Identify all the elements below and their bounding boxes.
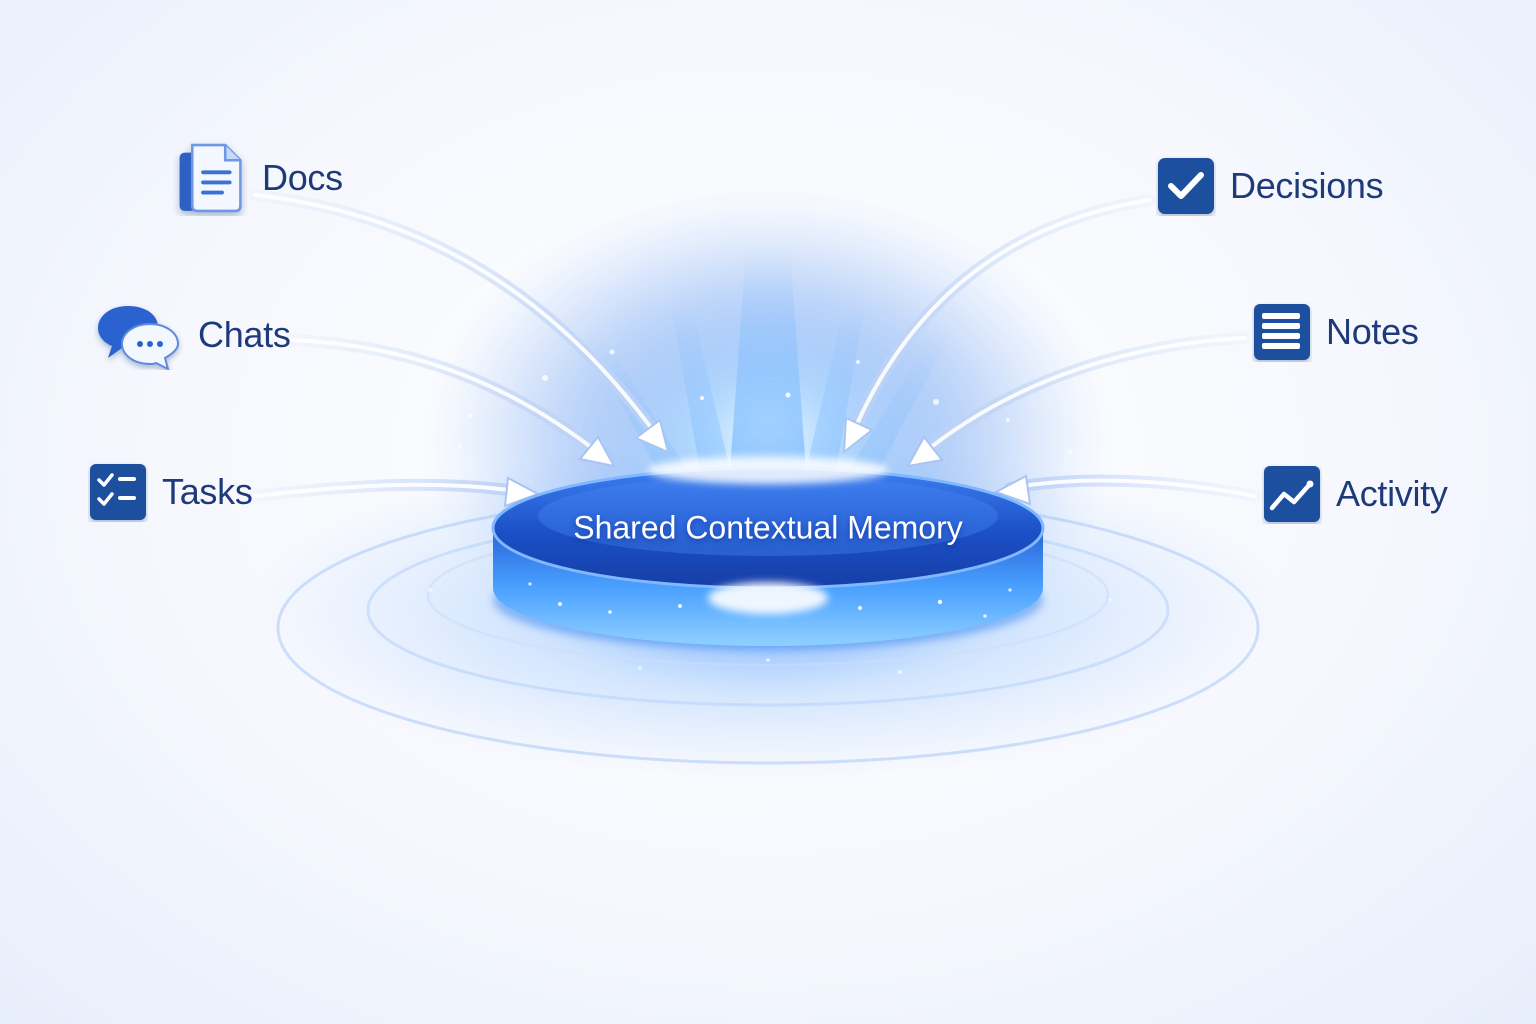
source-label-activity: Activity bbox=[1336, 473, 1448, 514]
source-notes: Notes bbox=[1252, 302, 1419, 362]
arrow-docs-to-memory bbox=[249, 189, 670, 454]
source-label-decisions: Decisions bbox=[1230, 165, 1384, 206]
checklist-icon bbox=[90, 464, 146, 520]
source-docs: Docs bbox=[172, 140, 343, 216]
chat-bubbles-icon bbox=[98, 306, 180, 370]
memory-title: Shared Contextual Memory bbox=[573, 509, 963, 546]
memory-disc bbox=[491, 456, 1045, 650]
document-icon bbox=[179, 143, 242, 213]
arrow-notes-to-memory bbox=[906, 332, 1251, 468]
arrow-tasks-to-memory bbox=[249, 476, 541, 508]
source-activity: Activity bbox=[1262, 464, 1448, 524]
notes-list-icon bbox=[1254, 304, 1310, 360]
trend-line-icon bbox=[1264, 466, 1320, 522]
source-label-tasks: Tasks bbox=[162, 471, 253, 512]
source-decisions: Decisions bbox=[1156, 156, 1384, 216]
arrow-chats-to-memory bbox=[284, 334, 616, 468]
source-label-docs: Docs bbox=[262, 157, 343, 198]
source-label-notes: Notes bbox=[1326, 311, 1419, 352]
source-chats: Chats bbox=[94, 300, 291, 370]
arrow-activity-to-memory bbox=[993, 474, 1261, 506]
source-label-chats: Chats bbox=[198, 314, 291, 355]
arrow-decisions-to-memory bbox=[842, 194, 1156, 455]
source-tasks: Tasks bbox=[88, 462, 253, 522]
checkbox-checked-icon bbox=[1158, 158, 1214, 214]
sparkle-particles bbox=[428, 349, 1112, 674]
